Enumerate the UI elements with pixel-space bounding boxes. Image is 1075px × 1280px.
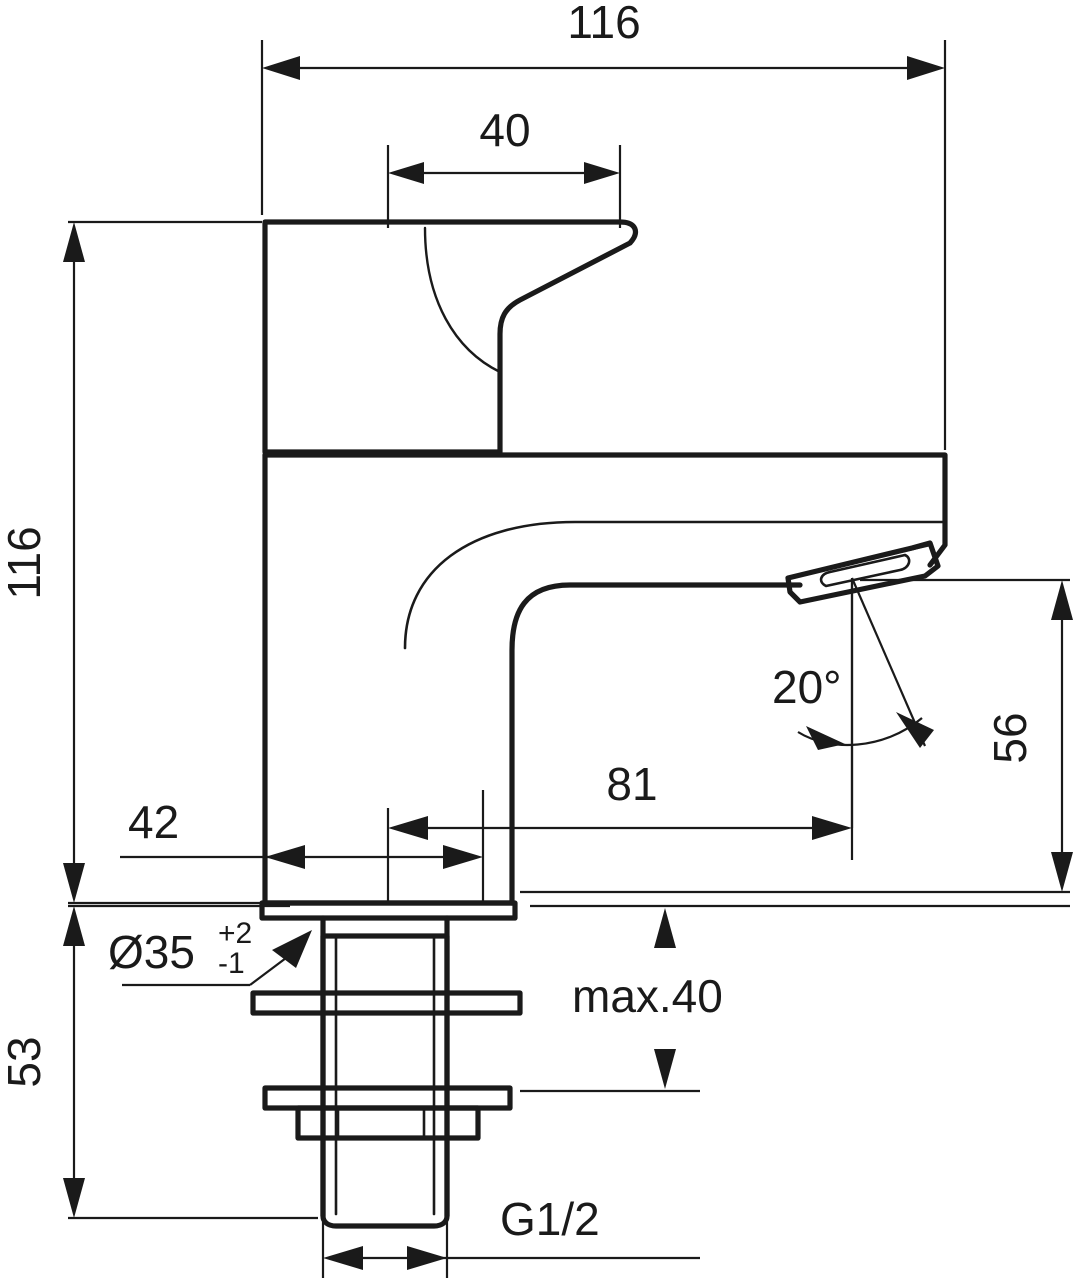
faucet-outline-group xyxy=(250,219,948,1229)
spout-lower-curve xyxy=(509,582,803,906)
angle-arrow-left-icon xyxy=(806,726,845,750)
dimension-shank-length: 53 xyxy=(0,904,318,1220)
spout-height-label: 56 xyxy=(984,712,1036,763)
base-depth-label: 42 xyxy=(128,796,179,848)
arrow-down-icon xyxy=(1051,852,1073,892)
angle-arrow-right-icon xyxy=(896,712,934,748)
arrow-up-icon xyxy=(654,908,676,948)
leader-arrow-icon xyxy=(272,930,312,968)
arrow-left-icon xyxy=(323,1246,363,1270)
width-total-label: 116 xyxy=(567,0,640,48)
arrow-right-icon xyxy=(443,845,483,869)
arrow-up-icon xyxy=(63,222,85,262)
dimension-base-depth: 42 xyxy=(120,790,485,905)
arrow-up-icon xyxy=(1051,580,1073,620)
arrow-down-icon xyxy=(654,1049,676,1089)
dimension-width-total: 116 xyxy=(260,0,947,450)
arrow-right-icon xyxy=(812,816,852,840)
dimension-handle-width: 40 xyxy=(386,104,622,228)
height-total-label: 116 xyxy=(0,526,50,599)
spout-inner-upper-curve xyxy=(403,520,947,650)
body-outline xyxy=(262,452,948,568)
shank-length-label: 53 xyxy=(0,1036,50,1087)
aerator-inner-face xyxy=(819,553,911,588)
leader-angled xyxy=(249,954,291,986)
lower-washer-plate xyxy=(262,1085,513,1111)
dimension-hole-diameter: Ø35 +2 -1 xyxy=(108,917,312,987)
shank-body xyxy=(320,933,450,1229)
dimension-height-total: 116 xyxy=(0,220,262,905)
aerator-edge-line xyxy=(803,543,932,576)
arrow-up-icon xyxy=(63,906,85,946)
locking-nut xyxy=(295,1105,481,1141)
arrow-left-icon xyxy=(265,845,305,869)
hole-tolerance-minus: -1 xyxy=(218,947,245,980)
hole-tolerance-plus: +2 xyxy=(218,917,252,950)
thread-size-label: G1/2 xyxy=(500,1193,600,1245)
arrow-right-icon xyxy=(907,56,945,80)
arrow-down-icon xyxy=(63,863,85,903)
dimension-thread-size: G1/2 xyxy=(321,1193,700,1278)
spout-reach-label: 81 xyxy=(606,758,657,810)
arrow-left-icon xyxy=(388,816,428,840)
arrow-left-icon xyxy=(388,162,424,184)
dimension-spout-angle: 20° xyxy=(772,577,934,828)
arrow-left-icon xyxy=(262,56,300,80)
deck-thickness-label: max.40 xyxy=(572,970,723,1022)
dimension-spout-height: 56 xyxy=(520,578,1073,894)
spout-angle-label: 20° xyxy=(772,661,842,713)
dimension-deck-thickness: max.40 xyxy=(520,904,1070,1093)
handle-width-label: 40 xyxy=(479,104,530,156)
arrow-down-icon xyxy=(63,1178,85,1218)
handle-recess-curve xyxy=(423,226,502,374)
shank-outline xyxy=(320,915,450,1219)
hole-diameter-label: Ø35 xyxy=(108,926,195,978)
angled-reference-line xyxy=(850,577,927,747)
base-flange-outline xyxy=(259,900,518,921)
handle-outline xyxy=(262,219,639,455)
arrow-right-icon xyxy=(584,162,620,184)
upper-washer-plate xyxy=(250,990,523,1016)
arrow-right-icon xyxy=(407,1246,447,1270)
